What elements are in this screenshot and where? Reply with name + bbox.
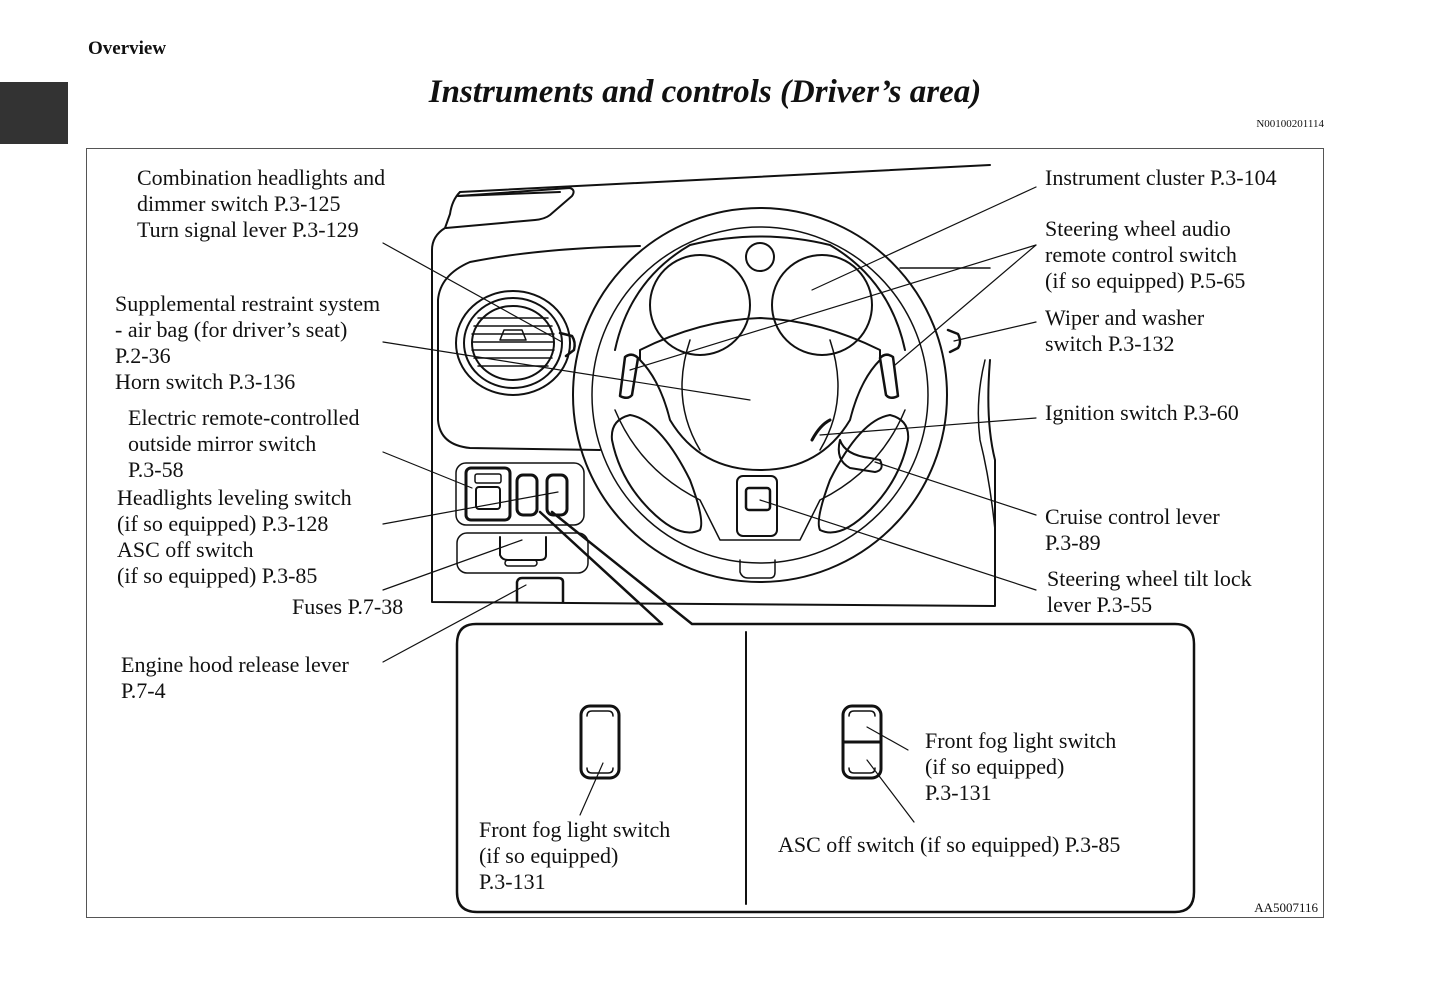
label-wiper-washer-switch: Wiper and washer switch P.3-132 xyxy=(1045,305,1204,357)
label-line: Supplemental restraint system xyxy=(115,291,381,316)
label-line: Headlights leveling switch xyxy=(117,485,352,510)
label-line: outside mirror switch xyxy=(128,431,317,456)
label-mirror-switch: Electric remote-controlled outside mirro… xyxy=(128,405,360,483)
label-line: remote control switch xyxy=(1045,242,1237,267)
label-line: P.3-58 xyxy=(128,457,184,482)
label-line: switch P.3-132 xyxy=(1045,331,1175,356)
label-line: dimmer switch P.3-125 xyxy=(137,191,341,216)
inset-callout-frame xyxy=(455,510,1196,914)
page-title: Instruments and controls (Driver’s area) xyxy=(428,74,982,110)
figure-frame xyxy=(86,148,1324,918)
label-line: Front fog light switch xyxy=(925,728,1117,753)
label-inset-fog-switch-combo: Front fog light switch (if so equipped) … xyxy=(925,728,1116,806)
label-instrument-cluster: Instrument cluster P.3-104 xyxy=(1045,165,1277,191)
label-line: (if so equipped) P.3-128 xyxy=(117,511,329,536)
label-fuses: Fuses P.7-38 xyxy=(292,594,403,620)
label-inset-fog-switch-single: Front fog light switch (if so equipped) … xyxy=(479,817,670,895)
label-line: Fuses P.7-38 xyxy=(292,594,404,619)
chapter-tab-marker xyxy=(0,82,68,144)
figure-code: AA5007116 xyxy=(1254,900,1318,915)
label-line: Steering wheel tilt lock xyxy=(1047,566,1252,591)
label-line: Wiper and washer xyxy=(1045,305,1205,330)
label-leveling-asc-switch: Headlights leveling switch (if so equipp… xyxy=(117,485,352,589)
label-line: P.3-131 xyxy=(479,869,546,894)
label-line: P.7-4 xyxy=(121,678,166,703)
air-vent-icon xyxy=(455,290,571,396)
section-label: Overview xyxy=(88,38,167,59)
label-line: (if so equipped) P.5-65 xyxy=(1045,268,1246,293)
fog-switch-single-icon xyxy=(579,704,621,780)
steering-wheel-icon xyxy=(572,207,948,583)
label-cruise-control-lever: Cruise control lever P.3-89 xyxy=(1045,504,1220,556)
label-inset-asc-off-switch: ASC off switch (if so equipped) P.3-85 xyxy=(778,832,1120,858)
label-line: ASC off switch (if so equipped) P.3-85 xyxy=(778,832,1121,857)
label-line: P.3-131 xyxy=(925,780,992,805)
label-line: P.3-89 xyxy=(1045,530,1101,555)
label-hood-release: Engine hood release lever P.7-4 xyxy=(121,652,349,704)
label-line: Electric remote-controlled xyxy=(128,405,360,430)
turn-signal-stalk xyxy=(558,331,576,358)
label-line: Front fog light switch xyxy=(479,817,671,842)
wiper-stalk xyxy=(946,328,962,354)
label-line: - air bag (for driver’s seat) xyxy=(115,317,348,342)
label-line: P.2-36 xyxy=(115,343,171,368)
label-srs-airbag-horn: Supplemental restraint system - air bag … xyxy=(115,291,380,395)
label-line: (if so equipped) xyxy=(479,843,619,868)
document-code: N00100201114 xyxy=(1256,118,1324,130)
label-ignition-switch: Ignition switch P.3-60 xyxy=(1045,400,1239,426)
fog-asc-switch-icon xyxy=(841,704,883,780)
label-line: Ignition switch P.3-60 xyxy=(1045,400,1239,425)
label-combination-headlights-switch: Combination headlights and dimmer switch… xyxy=(137,165,385,243)
label-tilt-lock-lever: Steering wheel tilt lock lever P.3-55 xyxy=(1047,566,1252,618)
label-line: (if so equipped) P.3-85 xyxy=(117,563,318,588)
label-line: Combination headlights and xyxy=(137,165,386,190)
label-line: Instrument cluster P.3-104 xyxy=(1045,165,1277,190)
label-line: Engine hood release lever xyxy=(121,652,349,677)
label-line: Cruise control lever xyxy=(1045,504,1220,529)
dashboard-outline xyxy=(431,164,996,607)
label-line: Steering wheel audio xyxy=(1045,216,1231,241)
switch-panel xyxy=(455,462,589,604)
label-line: ASC off switch xyxy=(117,537,254,562)
label-audio-remote-switch: Steering wheel audio remote control swit… xyxy=(1045,216,1245,294)
label-line: (if so equipped) xyxy=(925,754,1065,779)
leader-lines xyxy=(382,186,1037,823)
label-line: Horn switch P.3-136 xyxy=(115,369,296,394)
label-line: Turn signal lever P.3-129 xyxy=(137,217,359,242)
label-line: lever P.3-55 xyxy=(1047,592,1153,617)
